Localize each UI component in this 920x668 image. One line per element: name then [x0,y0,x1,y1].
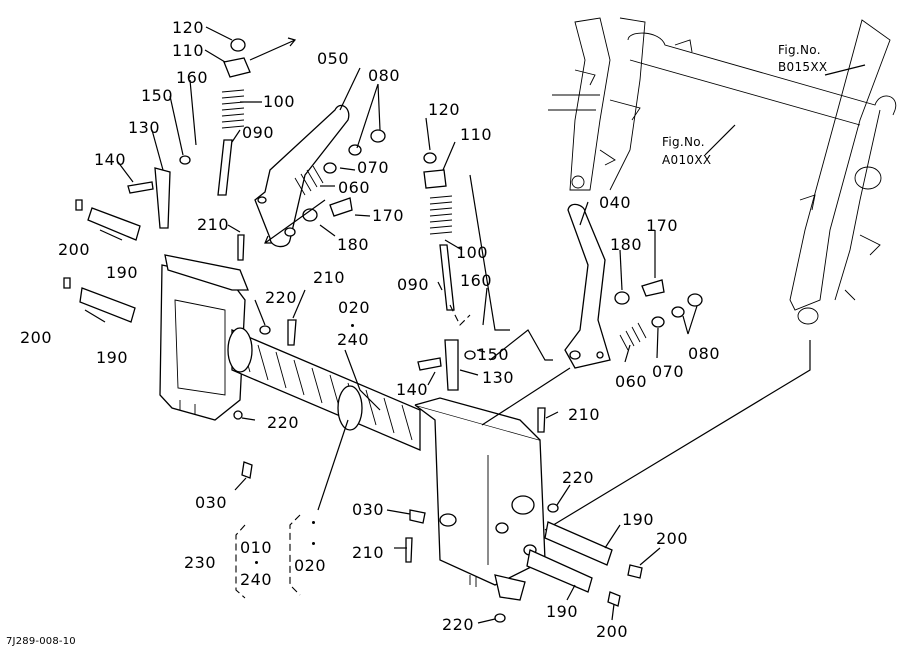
arrow-left [264,199,326,244]
part-label-070: 070 [652,362,685,381]
part-label-130: 130 [128,118,161,137]
dot-marker [255,561,258,564]
part-label-200: 200 [20,328,53,347]
group-bracket-230 [235,524,246,599]
fig-ref-label: Fig.No. [778,43,821,57]
part-label-070: 070 [357,158,390,177]
part-label-140: 140 [396,380,429,399]
lift-bracket-left [159,254,249,421]
frame-outline [548,17,897,325]
fig-ref-code-a010xx: A010XX [662,153,712,167]
part-label-180: 180 [610,235,643,254]
springs [221,89,647,351]
part-label-090: 090 [242,123,275,142]
part-label-220: 220 [562,468,595,487]
part-label-210: 210 [352,543,385,562]
part-label-180: 180 [337,235,370,254]
part-label-160: 160 [460,271,493,290]
part-label-040: 040 [599,193,632,212]
part-label-120: 120 [172,18,205,37]
part-label-030: 030 [352,500,385,519]
dot-marker [351,324,354,327]
part-label-090: 090 [397,275,430,294]
part-label-160: 160 [176,68,209,87]
fig-ref-code-b015xx: B015XX [778,60,828,74]
lift-bracket-right [414,397,546,601]
part-label-030: 030 [195,493,228,512]
cross-tube [227,327,421,451]
part-label-110: 110 [172,41,205,60]
lever-040 [564,203,611,369]
rod-090-right [439,244,455,311]
part-label-210: 210 [197,215,230,234]
part-label-140: 140 [94,150,127,169]
part-label-150: 150 [477,345,510,364]
part-label-190: 190 [96,348,129,367]
part-label-190: 190 [622,510,655,529]
drawing-code: 7J289-008-10 [6,636,76,647]
arrow-top [249,37,297,61]
dot-marker [312,542,315,545]
part-label-220: 220 [265,288,298,307]
hardware [63,38,703,623]
part-label-120: 120 [428,100,461,119]
part-label-110: 110 [460,125,493,144]
part-label-080: 080 [368,66,401,85]
part-label-060: 060 [615,372,648,391]
part-label-220: 220 [267,413,300,432]
part-label-050: 050 [317,49,350,68]
dot-marker [312,521,315,524]
part-label-010: 010 [240,538,273,557]
part-label-170: 170 [646,216,679,235]
part-label-060: 060 [338,178,371,197]
fig-ref-label: Fig.No. [662,135,705,149]
part-label-190: 190 [106,263,139,282]
part-label-210: 210 [313,268,346,287]
part-label-220: 220 [442,615,475,634]
part-label-190: 190 [546,602,579,621]
part-label-240: 240 [337,330,370,349]
leader-lines [84,26,698,624]
part-label-200: 200 [58,240,91,259]
part-label-210: 210 [568,405,601,424]
part-label-020: 020 [338,298,371,317]
part-label-200: 200 [596,622,629,641]
part-label-080: 080 [688,344,721,363]
rod-090-left [217,139,233,196]
part-label-170: 170 [372,206,405,225]
part-label-100: 100 [263,92,296,111]
part-label-100: 100 [456,243,489,262]
part-label-230: 230 [184,553,217,572]
part-label-130: 130 [482,368,515,387]
part-label-240: 240 [240,570,273,589]
part-label-020: 020 [294,556,327,575]
part-label-200: 200 [656,529,689,548]
group-bracket-020 [289,514,301,596]
part-label-150: 150 [141,86,174,105]
